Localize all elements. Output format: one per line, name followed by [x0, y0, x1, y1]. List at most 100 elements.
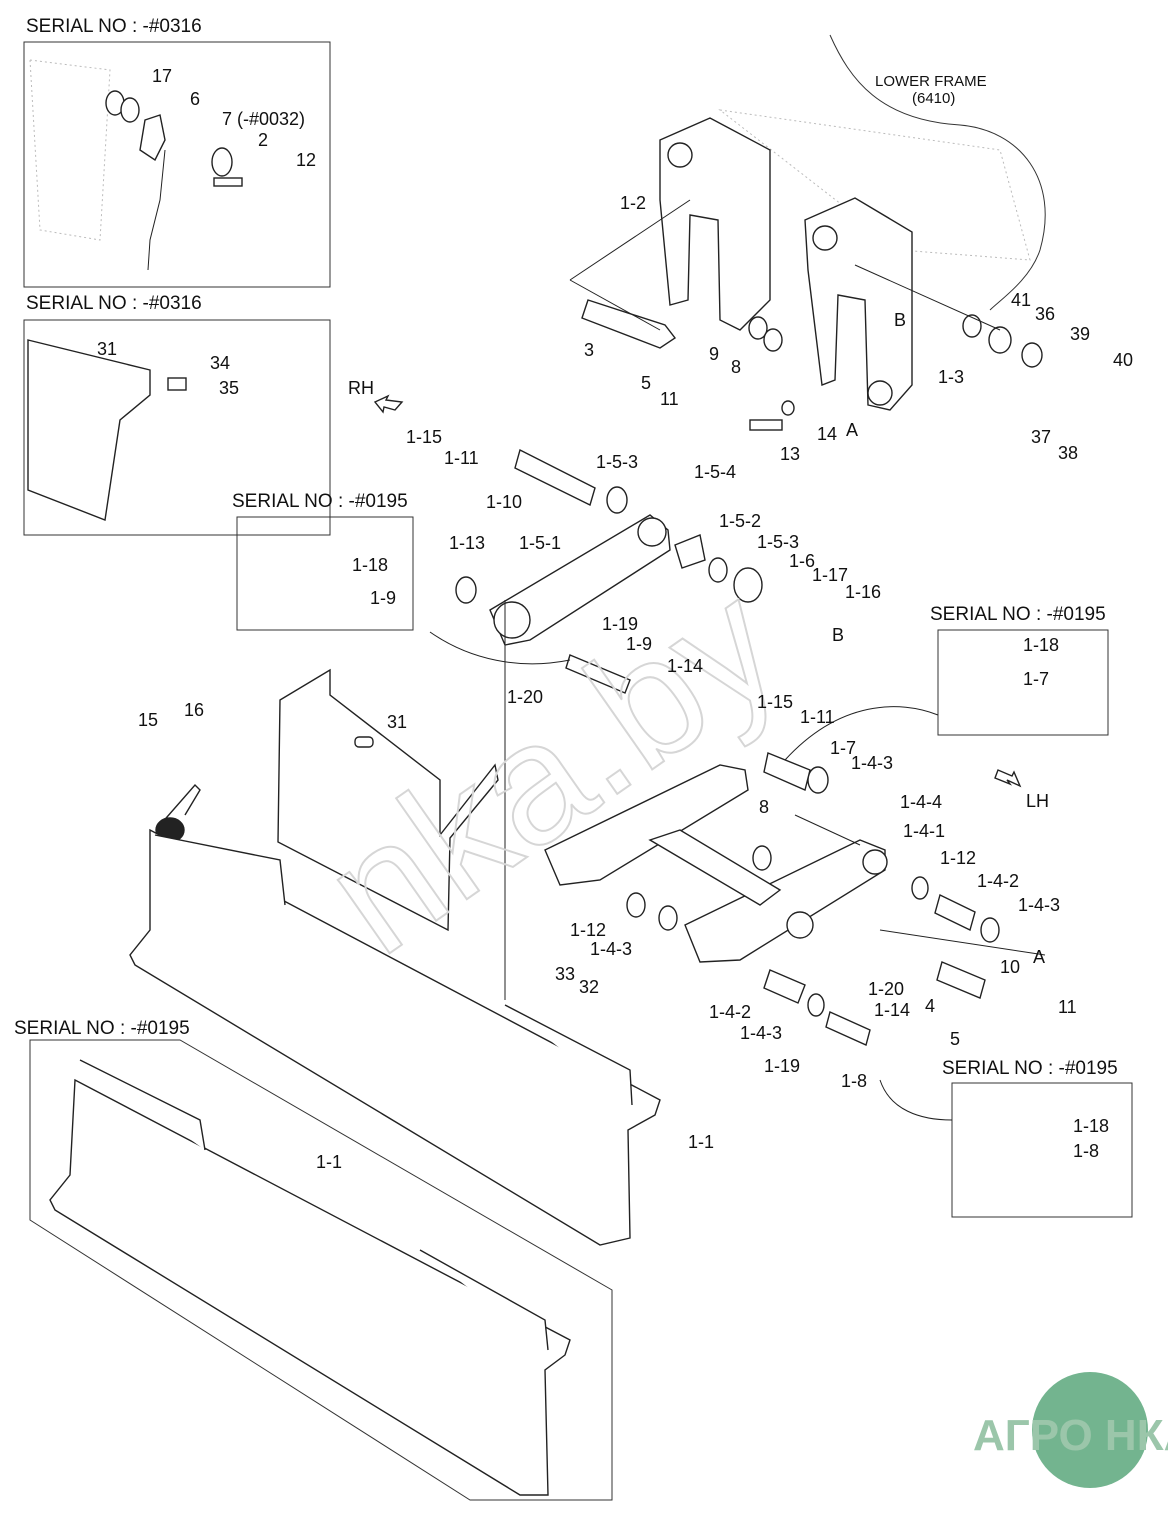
washer-2 [211, 147, 233, 177]
part-label: 8 [759, 797, 769, 817]
pin-1-8 [825, 1011, 871, 1046]
part-label: 13 [780, 444, 800, 464]
pin-1-10 [514, 448, 596, 506]
part-label: 1-17 [812, 565, 848, 585]
part-label: 39 [1070, 324, 1090, 344]
part-label: 11 [1058, 997, 1077, 1017]
part-label: 1-4-3 [590, 939, 632, 959]
part-label: A [846, 420, 858, 440]
serial-box-5 [951, 1082, 1133, 1218]
logo-agronka: АГРО НКА [973, 1372, 1168, 1488]
part-label: 1-18 [1023, 635, 1059, 655]
part-label: 6 [190, 89, 200, 109]
part-label: 31 [387, 712, 407, 732]
part-label: B [894, 310, 906, 330]
part-label: 5 [641, 373, 651, 393]
arm-1-4-1 [684, 839, 886, 963]
part-label: 1-4-3 [851, 753, 893, 773]
serial-box-title: SERIAL NO : -#0195 [942, 1058, 1118, 1079]
part-label: 12 [296, 150, 316, 170]
part-label: 1-5-1 [519, 533, 561, 553]
part-label: 11 [660, 389, 679, 409]
part-label: 35 [219, 378, 239, 398]
blade-1-1 [129, 828, 661, 1246]
part-label: 1-8 [841, 1071, 867, 1091]
ring-17b [120, 97, 140, 123]
side-plate-31-detail [27, 339, 151, 521]
part-label: 1-5-3 [757, 532, 799, 552]
serial-box-6 [29, 1039, 613, 1501]
part-label: 34 [210, 353, 230, 373]
serial-box-1 [23, 41, 331, 288]
serial-box-title: SERIAL NO : -#0195 [14, 1018, 190, 1039]
part-label: 1-14 [874, 1000, 910, 1020]
part-label: 15 [138, 710, 158, 730]
serial-box-title: SERIAL NO : -#0316 [26, 293, 202, 314]
bolt-12 [213, 177, 243, 187]
pin-4 [936, 961, 986, 999]
bolt-13 [749, 419, 783, 431]
serial-box-title: SERIAL NO : -#0195 [930, 604, 1106, 625]
lower-frame-outline [829, 34, 1046, 311]
part-label: 14 [817, 424, 837, 444]
serial-box-4 [937, 629, 1109, 736]
lower-frame-label: LOWER FRAME [875, 73, 987, 90]
part-label: 1-12 [570, 920, 606, 940]
part-label: 1-7 [830, 738, 856, 758]
part-label: B [832, 625, 844, 645]
bracket-1-3 [804, 197, 913, 411]
part-label: 4 [925, 996, 935, 1016]
serial-box-title: SERIAL NO : -#0316 [26, 16, 202, 37]
part-label: 1-6 [789, 551, 815, 571]
pin-3 [581, 299, 677, 349]
serial-box-title: SERIAL NO : -#0195 [232, 491, 408, 512]
part-label: 1-15 [757, 692, 793, 712]
part-label: 1-5-3 [596, 452, 638, 472]
part-label: 1-10 [486, 492, 522, 512]
part-label: 5 [950, 1029, 960, 1049]
bushing-1-5-2 [674, 534, 706, 569]
part-label: 1-4-2 [709, 1002, 751, 1022]
part-label: 1-15 [406, 427, 442, 447]
part-label: 1-4-1 [903, 821, 945, 841]
part-label: 1-20 [868, 979, 904, 999]
part-label: 1-14 [667, 656, 703, 676]
part-label: 41 [1011, 290, 1031, 310]
part-label: 17 [152, 66, 172, 86]
part-label: 1-5-4 [694, 462, 736, 482]
part-label: 1-18 [1073, 1116, 1109, 1136]
direction-lh: LH [1026, 791, 1049, 811]
part-label: 1-1 [316, 1152, 342, 1172]
part-label: 1-5-2 [719, 511, 761, 531]
part-label: 1-4-3 [740, 1023, 782, 1043]
part-label: 1-11 [444, 448, 479, 468]
part-label: 1-16 [845, 582, 881, 602]
part-label: 1-19 [764, 1056, 800, 1076]
arm-1-4-upper [544, 764, 749, 886]
part-label: 1-12 [940, 848, 976, 868]
plate-6 [139, 114, 166, 162]
part-label: 40 [1113, 350, 1133, 370]
part-label: 1-19 [602, 614, 638, 634]
part-label: 16 [184, 700, 204, 720]
bracket-34 [167, 377, 187, 391]
crossbar [648, 829, 782, 906]
part-label: 1-20 [507, 687, 543, 707]
bracket-1-2 [659, 117, 771, 331]
part-label: 3 [584, 340, 594, 360]
part-label: 32 [579, 977, 599, 997]
part-label: A [1033, 947, 1045, 967]
lower-frame-code: (6410) [912, 90, 955, 107]
part-label: 1-1 [688, 1132, 714, 1152]
part-label: 1-7 [1023, 669, 1049, 689]
part-label: 1-13 [449, 533, 485, 553]
handle-15 [159, 783, 201, 826]
part-label: 8 [731, 357, 741, 377]
direction-rh: RH [348, 378, 374, 398]
part-label: 7 (-#0032) [222, 109, 305, 129]
arrow-lh-icon [994, 769, 1022, 788]
part-label: 1-2 [620, 193, 646, 213]
part-label: 36 [1035, 304, 1055, 324]
part-label: 33 [555, 964, 575, 984]
